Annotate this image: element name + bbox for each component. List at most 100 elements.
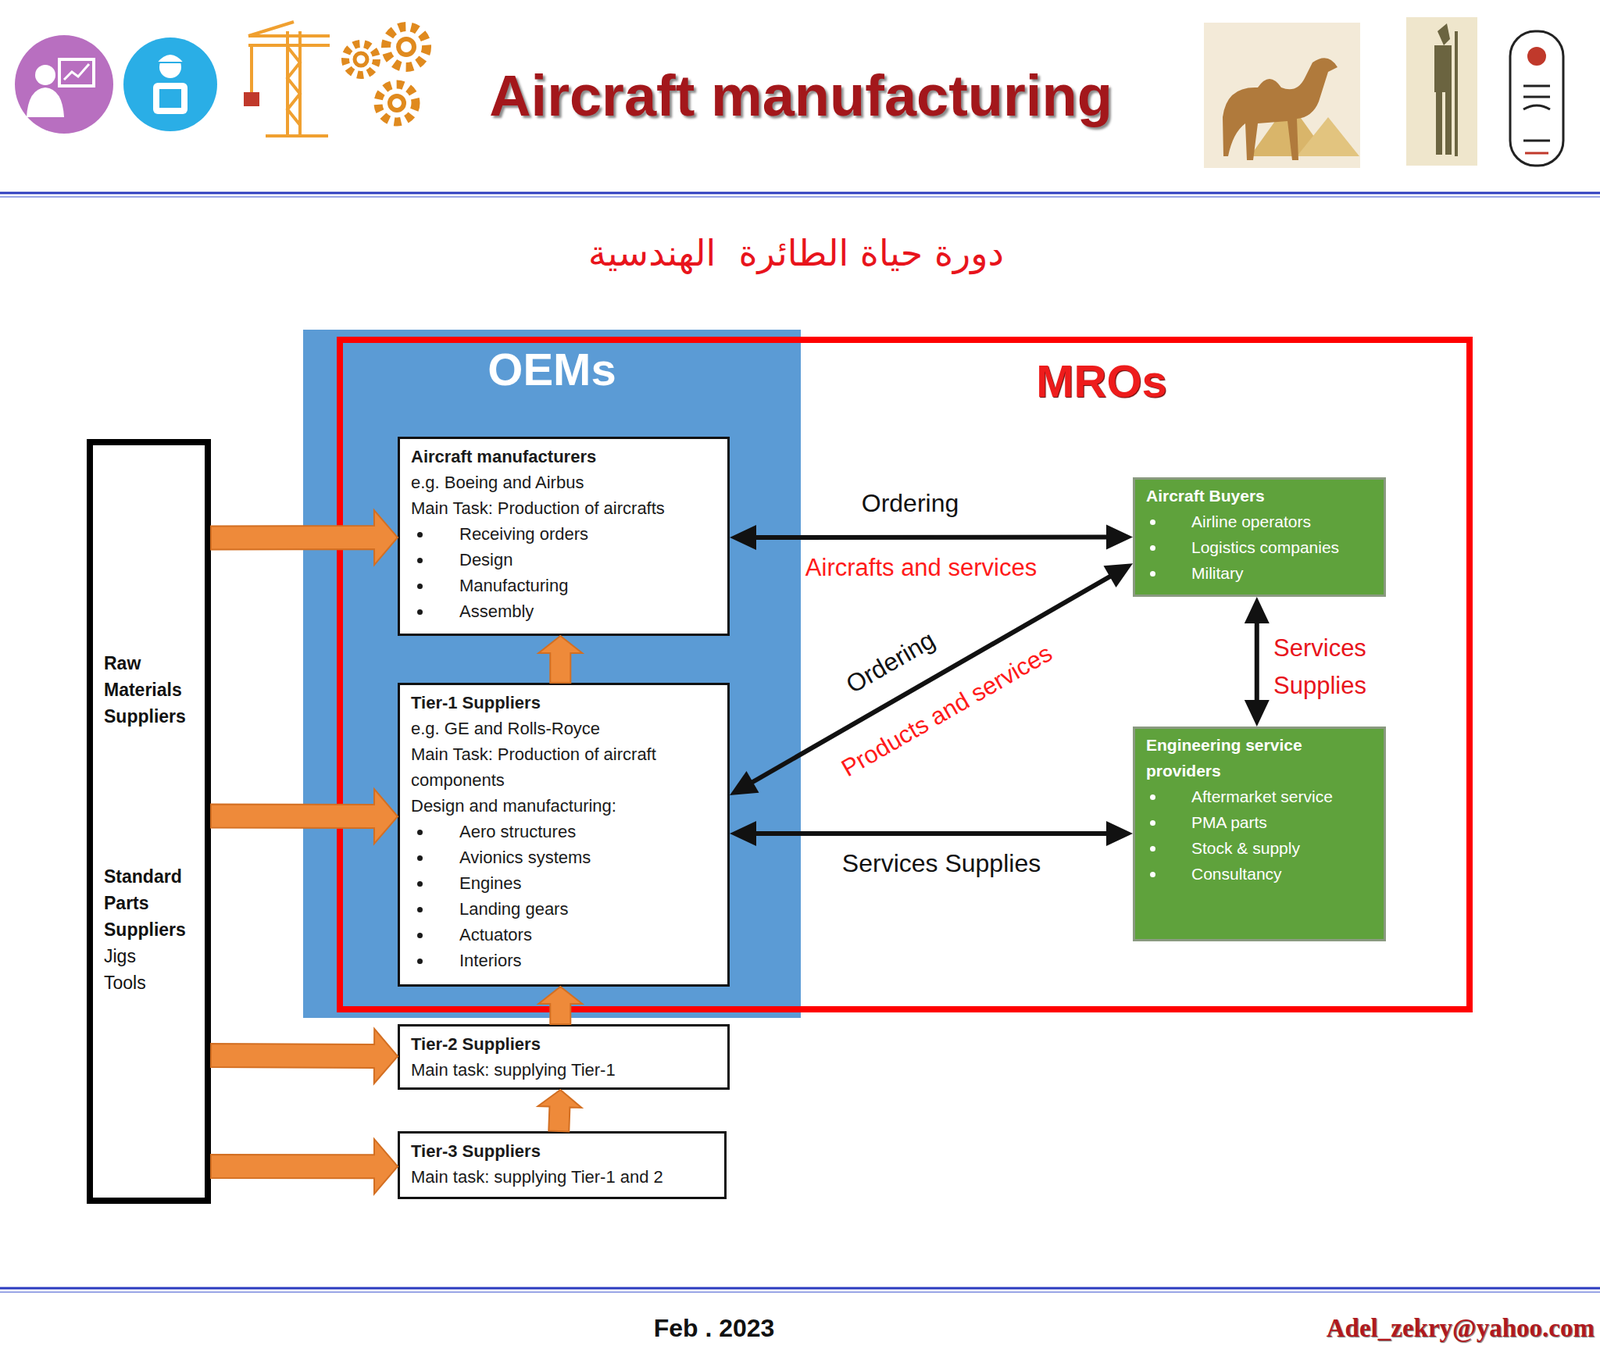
crane-icon — [248, 21, 330, 136]
box-text: e.g. Boeing and Airbus — [410, 469, 720, 496]
list-item: Landing gears — [459, 899, 568, 919]
bullet-dot — [417, 557, 423, 564]
group-label: MROs — [945, 355, 1258, 408]
connector — [1244, 596, 1270, 727]
bullet-dot — [1150, 871, 1156, 878]
list-item: PMA parts — [1191, 813, 1268, 832]
list-row: Military — [1146, 560, 1376, 586]
cartouche-glyph — [1525, 152, 1549, 155]
connector — [538, 1089, 583, 1133]
supplier-item: Tools — [103, 969, 206, 997]
gear-hub — [398, 39, 415, 55]
bullet-dot — [1150, 820, 1156, 826]
process-box: Tier-2 SuppliersMain task: supplying Tie… — [397, 1024, 730, 1090]
box-text: Main Task: Production of aircrafts — [410, 495, 720, 522]
crane-lattice — [287, 46, 300, 125]
list-item: Stock & supply — [1191, 839, 1300, 858]
footer-rule — [0, 1291, 1600, 1293]
edge-label: Ordering — [861, 489, 960, 518]
box-text: Main task: supplying Tier-1 — [410, 1057, 720, 1083]
list-row: Aero structures — [410, 818, 720, 845]
free-label: Feb . 2023 — [653, 1314, 775, 1343]
crane-jib — [248, 43, 330, 47]
box-heading: Aircraft Buyers — [1146, 482, 1376, 509]
list-row: Logistics companies — [1146, 534, 1376, 561]
gear-hub — [354, 53, 368, 66]
anubis-leg — [1435, 92, 1443, 155]
header-rule — [0, 196, 1600, 198]
cartouche-sun — [1527, 46, 1547, 66]
icon-blueprint — [159, 89, 182, 108]
process-box: Aircraft manufacturerse.g. Boeing and Ai… — [397, 436, 730, 636]
list-row: Assembly — [410, 598, 720, 625]
connector — [729, 821, 1133, 847]
arrow-head — [729, 771, 760, 796]
process-box: Tier-1 Supplierse.g. GE and Rolls-RoyceM… — [397, 682, 730, 987]
block-arrow — [210, 789, 398, 844]
list-item: Actuators — [459, 925, 533, 945]
block-arrow — [538, 1089, 583, 1133]
crane-base — [265, 134, 329, 138]
supplier-item: Jigs — [103, 942, 206, 970]
list-row: Design — [410, 546, 720, 573]
icon-body — [153, 82, 188, 115]
gear — [378, 84, 416, 122]
bullet-dot — [417, 609, 423, 615]
box-heading: Aircraft manufacturers — [410, 443, 720, 470]
connector-line — [754, 831, 1108, 836]
anubis-head — [1437, 23, 1450, 46]
list-row: Consultancy — [1146, 860, 1376, 887]
block-arrow — [210, 1028, 398, 1084]
camel-panel — [1203, 22, 1361, 168]
anubis-leg — [1445, 92, 1452, 155]
list-row: Actuators — [410, 921, 720, 948]
icon-circle — [123, 37, 218, 132]
free-label: Aircrafts and services — [805, 553, 1037, 583]
list-row: Avionics systems — [410, 844, 720, 871]
box-text: Main Task: Production of aircraft compon… — [410, 741, 720, 793]
supplier-heading: Standard Parts Suppliers — [103, 863, 206, 943]
box-heading: Tier-1 Suppliers — [410, 689, 720, 716]
bullet-dot — [1150, 519, 1156, 525]
bullet-dot — [417, 881, 423, 887]
supplier-heading: Raw Materials Suppliers — [103, 650, 206, 730]
gear-hub — [389, 96, 404, 111]
arrow-head — [1103, 563, 1134, 588]
list-row: Receiving orders — [410, 521, 720, 547]
bullet-dot — [417, 855, 423, 861]
connector — [210, 1139, 398, 1194]
box-text: Design and manufacturing: — [410, 792, 720, 819]
list-item: Interiors — [459, 950, 522, 971]
icon-head — [35, 64, 56, 86]
list-item: Airline operators — [1191, 512, 1311, 531]
bullet-dot — [1150, 545, 1156, 551]
box-text: e.g. GE and Rolls-Royce — [410, 715, 720, 742]
icon-board — [59, 59, 94, 86]
group-label: OEMs — [303, 343, 801, 396]
bullet-dot — [417, 907, 423, 913]
connector — [210, 789, 398, 844]
icon-body — [26, 87, 65, 118]
footer-rule — [0, 1287, 1600, 1290]
bullet-dot — [417, 532, 423, 538]
list-row: Manufacturing — [410, 572, 720, 599]
arrow-head — [1244, 700, 1270, 727]
arrow-head — [729, 821, 757, 847]
page-title: Aircraft manufacturing — [489, 60, 1113, 132]
crane-load — [243, 92, 260, 107]
anubis-panel — [1406, 17, 1478, 166]
connector — [210, 1028, 398, 1084]
process-box: Tier-3 SuppliersMain task: supplying Tie… — [397, 1131, 727, 1200]
box-text: Main task: supplying Tier-1 and 2 — [410, 1164, 717, 1190]
list-item: Manufacturing — [459, 575, 568, 596]
bullet-dot — [1150, 846, 1156, 852]
list-item: Engines — [459, 873, 522, 893]
oem-band: OEMsAircraft manufacturerse.g. Boeing an… — [303, 329, 801, 1018]
connector — [729, 525, 1133, 551]
arrow-head — [1244, 596, 1270, 624]
list-item: Avionics systems — [459, 847, 591, 868]
list-row: Stock & supply — [1146, 835, 1376, 861]
block-arrow — [538, 986, 583, 1025]
connector — [538, 986, 583, 1025]
